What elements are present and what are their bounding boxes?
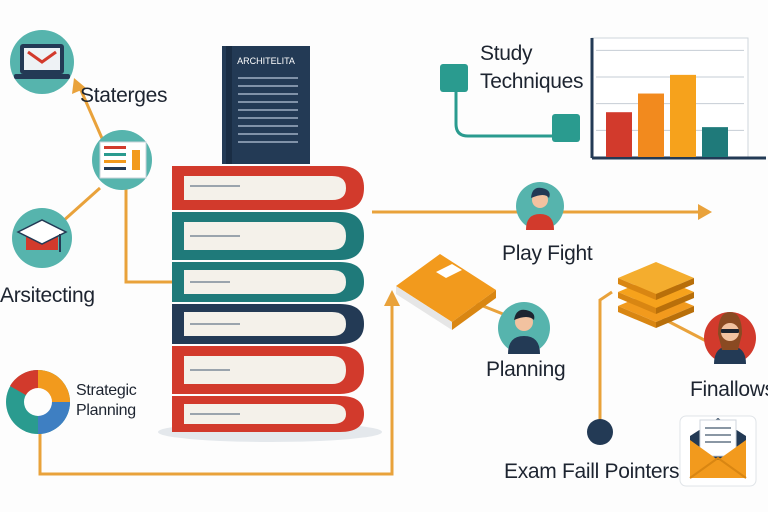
label-study-techniques: Study Techniques	[480, 40, 584, 96]
bar-chart	[590, 37, 766, 160]
chart-bar	[638, 93, 664, 157]
connector-exam	[598, 290, 613, 432]
label-exam-faill-pointers: Exam Faill Pointers	[504, 460, 680, 483]
book-title: ARCHITELITA	[237, 56, 295, 66]
chart-bar	[702, 127, 728, 157]
label-strategic-line2: Planning	[76, 402, 136, 419]
architelita-book: ARCHITELITA	[222, 46, 310, 164]
connector-bottom	[38, 300, 394, 476]
envelope-icon	[679, 415, 757, 487]
document-chart-icon	[92, 130, 152, 190]
graduation-cap-icon	[12, 208, 72, 268]
chart-bar	[670, 74, 696, 157]
label-arsitecting: Arsitecting	[0, 284, 95, 307]
label-study-line1: Study	[480, 42, 533, 65]
laptop-icon	[10, 30, 74, 94]
study-connector	[454, 92, 552, 138]
label-strategic-line1: Strategic	[76, 382, 137, 399]
study-square-icon	[440, 64, 468, 92]
person-icon	[516, 182, 564, 230]
book-stack	[158, 166, 382, 442]
person-icon	[704, 312, 756, 364]
label-finallows: Finallows	[690, 378, 768, 401]
book-icon	[396, 254, 496, 330]
label-staterges: Staterges	[80, 84, 168, 107]
label-study-line2: Techniques	[480, 70, 584, 93]
label-strategic-planning: Strategic Planning	[76, 381, 137, 421]
chart-bar	[606, 112, 632, 157]
layered-books-icon	[618, 262, 694, 328]
connector-to-arsitecting	[60, 186, 102, 224]
label-play-fight: Play Fight	[502, 242, 593, 265]
study-square-icon	[552, 114, 580, 142]
connector-to-books	[124, 188, 178, 284]
exam-dot-icon	[587, 419, 613, 445]
person-icon	[498, 302, 550, 354]
label-planning: Planning	[486, 358, 566, 381]
pie-chart-icon	[6, 369, 70, 434]
